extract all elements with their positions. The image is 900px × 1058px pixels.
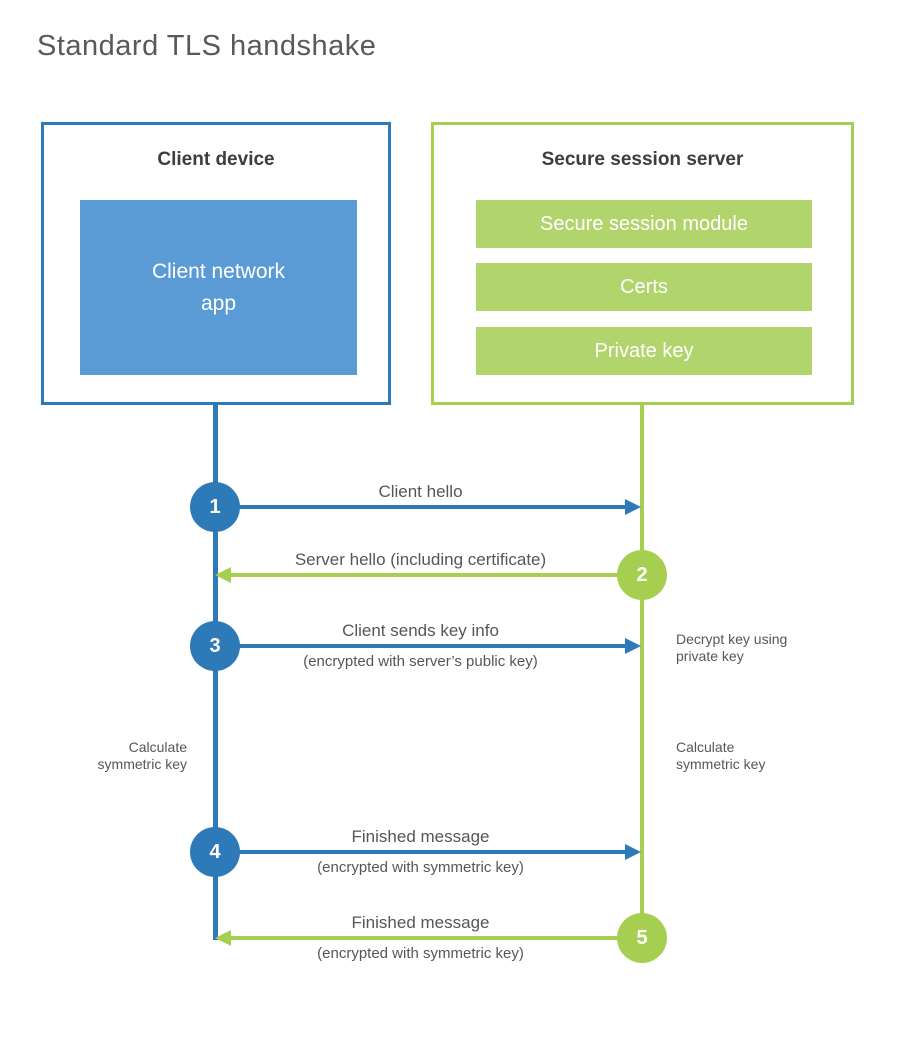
- step-5-label: Finished message: [351, 913, 490, 932]
- handshake-step-5: Finished message (encrypted with symmetr…: [190, 912, 667, 964]
- arrow-right-icon: [625, 844, 641, 860]
- arrow-right-icon: [625, 638, 641, 654]
- arrow-shaft: [215, 504, 626, 510]
- step-4-sublabel: (encrypted with symmetric key): [317, 859, 524, 876]
- server-module-certs: Certs: [476, 263, 812, 311]
- step-2-badge: 2: [617, 550, 667, 600]
- client-device-title: Client device: [157, 149, 275, 170]
- step-1-label: Client hello: [378, 482, 463, 501]
- arrow-shaft: [215, 643, 626, 649]
- arrow-right-icon: [625, 499, 641, 515]
- note-decrypt-key: Decrypt key using private key: [676, 631, 788, 665]
- client-device-box: Client device Client network app: [41, 122, 391, 405]
- handshake-step-1: Client hello 1: [190, 481, 667, 533]
- server-lifeline: [639, 404, 644, 938]
- arrow-left-icon: [215, 930, 231, 946]
- step-1-badge: 1: [190, 482, 240, 532]
- secure-session-server-title: Secure session server: [541, 149, 744, 170]
- server-module-secure-session: Secure session module: [476, 200, 812, 248]
- secure-session-server-box: Secure session server Secure session mod…: [431, 122, 854, 405]
- note-calculate-symmetric-key-client: Calculate symmetric key: [97, 739, 187, 773]
- step-4-badge: 4: [190, 827, 240, 877]
- handshake-step-4: Finished message (encrypted with symmetr…: [190, 826, 667, 878]
- handshake-step-3: Client sends key info (encrypted with se…: [190, 620, 667, 672]
- step-2-label: Server hello (including certificate): [294, 550, 547, 569]
- step-3-label: Client sends key info: [342, 621, 499, 640]
- step-3-sublabel: (encrypted with server’s public key): [303, 653, 538, 670]
- client-network-app-block: Client network app: [80, 200, 357, 375]
- server-module-private-key: Private key: [476, 327, 812, 375]
- step-5-sublabel: (encrypted with symmetric key): [317, 945, 524, 962]
- client-lifeline: [213, 404, 218, 940]
- arrow-left-icon: [215, 567, 231, 583]
- arrow-shaft: [231, 935, 642, 941]
- note-calculate-symmetric-key-server: Calculate symmetric key: [676, 739, 766, 773]
- arrow-shaft: [215, 849, 626, 855]
- page-title: Standard TLS handshake: [37, 30, 377, 62]
- handshake-step-2: Server hello (including certificate) 2: [190, 549, 667, 601]
- arrow-shaft: [231, 572, 642, 578]
- step-4-label: Finished message: [351, 827, 490, 846]
- step-3-badge: 3: [190, 621, 240, 671]
- step-5-badge: 5: [617, 913, 667, 963]
